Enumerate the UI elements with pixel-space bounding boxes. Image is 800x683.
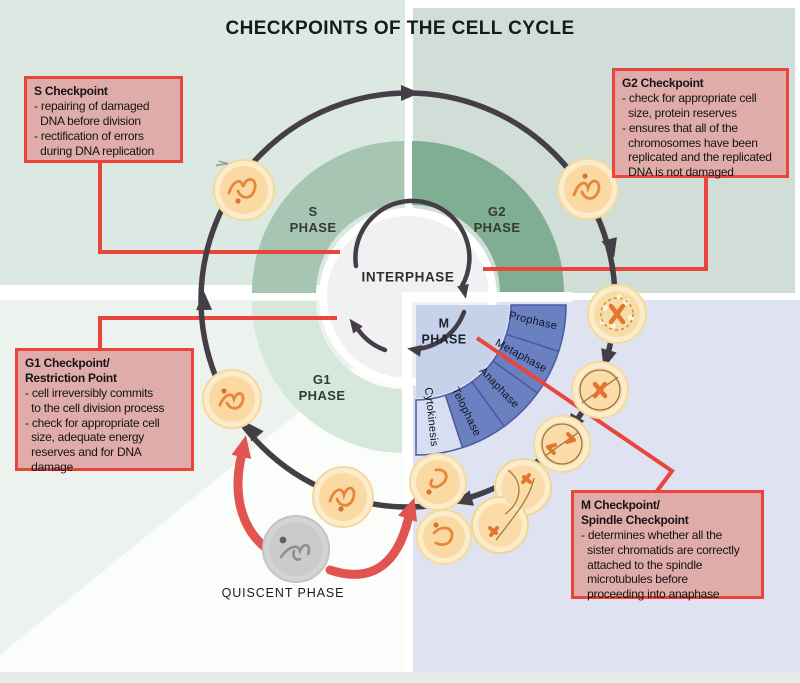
interphase-cycle-arrowheads bbox=[349, 283, 469, 357]
cell-prophase bbox=[587, 284, 647, 344]
connector-m-checkpoint bbox=[475, 336, 675, 493]
cell-g1-phase bbox=[312, 466, 374, 528]
s-checkpoint-body: - repairing of damaged DNA before divisi… bbox=[34, 98, 155, 158]
label-g1-phase: G1 PHASE bbox=[298, 371, 346, 403]
wedge-cytokinesis bbox=[415, 394, 464, 456]
g1-checkpoint-box: G1 Checkpoint/ Restriction Point - cell … bbox=[15, 348, 194, 474]
quiescent-arrow-right bbox=[325, 515, 413, 579]
cell-metaphase bbox=[571, 361, 629, 419]
checkpoint-connectors bbox=[98, 160, 708, 493]
g1-checkpoint-body: - cell irreversibly commits to the cell … bbox=[25, 385, 165, 475]
g2-checkpoint-title: G2 Checkpoint bbox=[622, 76, 704, 90]
quiescent-arrowheads bbox=[231, 435, 418, 522]
cell-cytokinesis-bottom bbox=[416, 509, 472, 565]
bg-bottom-strip bbox=[0, 672, 800, 683]
ring-g1-phase bbox=[252, 301, 404, 453]
page-title: CHECKPOINTS OF THE CELL CYCLE bbox=[225, 18, 575, 39]
label-g2-phase: G2 PHASE bbox=[473, 203, 521, 235]
connector-s-checkpoint bbox=[98, 160, 340, 254]
g1-checkpoint-title: G1 Checkpoint/ Restriction Point bbox=[25, 356, 117, 385]
cell-telophase-dividing bbox=[471, 458, 552, 554]
g2-checkpoint-box: G2 Checkpoint - check for appropriate ce… bbox=[612, 68, 789, 180]
ring-g2-phase bbox=[412, 141, 564, 293]
connector-g1-checkpoint bbox=[98, 316, 337, 350]
cell-left-g1 bbox=[202, 369, 262, 429]
connector-g2-checkpoint bbox=[483, 176, 708, 271]
g2-checkpoint-body: - check for appropriate cell size, prote… bbox=[622, 90, 772, 180]
label-s-phase: S PHASE bbox=[289, 203, 337, 235]
s-checkpoint-box: S Checkpoint - repairing of damaged DNA … bbox=[24, 76, 183, 163]
m-checkpoint-box: M Checkpoint/ Spindle Checkpoint - deter… bbox=[571, 490, 764, 602]
cell-g2-phase bbox=[557, 158, 619, 220]
s-checkpoint-title: S Checkpoint bbox=[34, 84, 108, 98]
m-checkpoint-title: M Checkpoint/ Spindle Checkpoint bbox=[581, 498, 689, 527]
m-checkpoint-body: - determines whether all the sister chro… bbox=[581, 527, 740, 602]
m-block-frame-horizontal bbox=[402, 292, 572, 302]
cell-cytokinesis-top bbox=[409, 453, 467, 511]
cell-anaphase bbox=[533, 415, 591, 473]
m-phase-sector bbox=[416, 305, 509, 398]
label-quiescent-phase: QUISCENT PHASE bbox=[221, 586, 345, 600]
label-m-phase: M PHASE bbox=[421, 316, 467, 346]
ring-s-phase bbox=[252, 141, 404, 293]
label-interphase: INTERPHASE bbox=[361, 269, 455, 285]
cell-quiescent bbox=[262, 515, 330, 583]
m-subphase-wedges bbox=[415, 304, 567, 456]
cell-s-phase bbox=[213, 159, 275, 221]
m-block-frame-vertical bbox=[402, 292, 412, 458]
